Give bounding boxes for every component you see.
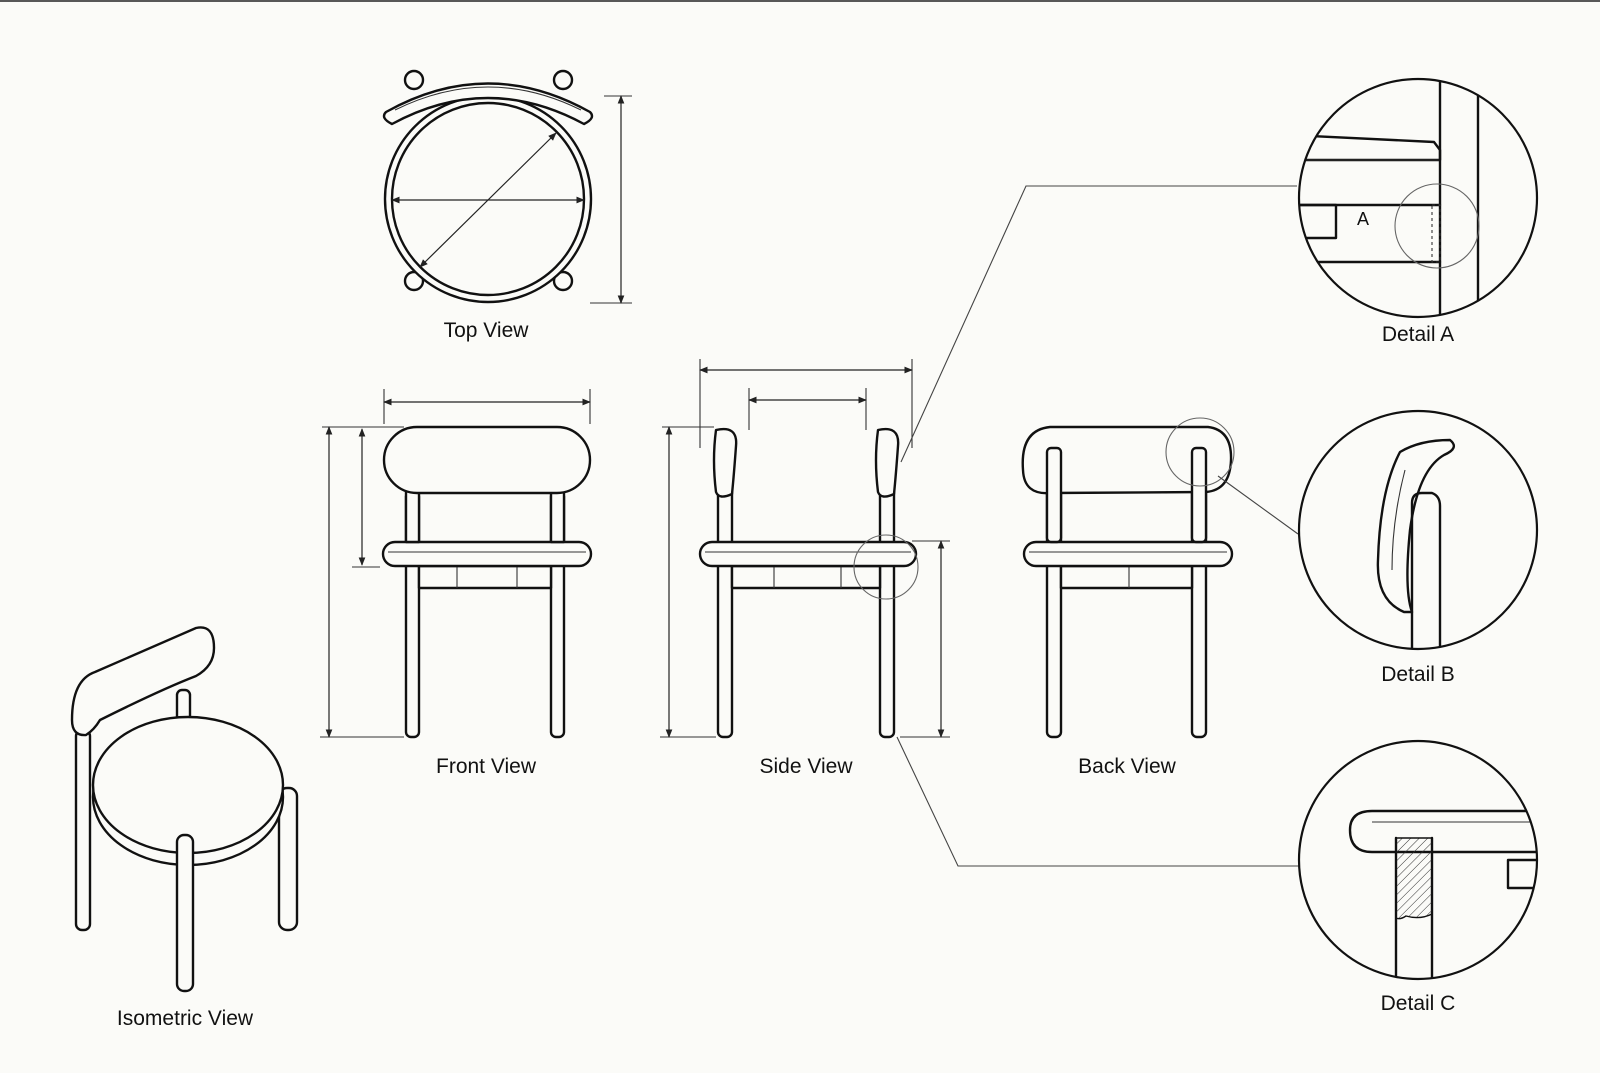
top-view-backrest-edge (394, 86, 582, 111)
isometric-seat (91, 715, 285, 855)
front-view-back-post (549, 488, 566, 544)
detail-a-leader (900, 185, 1297, 463)
detail-c-seat-edge (1348, 809, 1537, 854)
isometric-view: Isometric View (70, 626, 299, 1030)
isometric-backrest (70, 626, 216, 737)
front-view-seat (381, 540, 593, 568)
back-view-label: Back View (1078, 755, 1176, 778)
isometric-leg (277, 786, 299, 932)
front-view-label: Front View (436, 755, 537, 778)
isometric-view-label: Isometric View (117, 1007, 254, 1030)
side-view-label: Side View (759, 755, 853, 778)
detail-a-marker: A (1357, 209, 1369, 229)
detail-b-backrest (1376, 438, 1456, 614)
side-view-seat (698, 540, 918, 568)
detail-c-leader (896, 736, 1299, 867)
detail-b-post (1410, 491, 1442, 649)
detail-c: Detail C (1297, 739, 1539, 1015)
detail-b: Detail B (1297, 409, 1539, 686)
back-view-back-post (1045, 446, 1063, 544)
back-view-seat (1022, 540, 1234, 568)
detail-b-frame (1297, 409, 1539, 651)
detail-c-frame (1297, 739, 1539, 981)
back-view-apron (1059, 564, 1194, 590)
top-view: Top View (382, 69, 632, 342)
isometric-leg (74, 728, 92, 932)
detail-b-backrest-curve (1391, 469, 1406, 571)
detail-c-apron (1506, 858, 1537, 890)
top-view-leg-nub (403, 69, 425, 91)
isometric-leg (175, 833, 195, 993)
top-view-seat-outer (383, 94, 593, 304)
front-view-backrest (382, 425, 592, 495)
top-view-leg-nub (552, 69, 574, 91)
back-view-back-post (1190, 446, 1208, 544)
side-view: Side View (660, 359, 950, 778)
detail-a-apron (1299, 203, 1338, 240)
detail-a: A Detail A (1297, 77, 1539, 346)
detail-leaders (896, 185, 1299, 867)
back-view-backrest (1021, 425, 1233, 495)
detail-c-leg-section (1395, 837, 1433, 920)
detail-b-label: Detail B (1381, 663, 1455, 686)
detail-a-seat-top (1299, 133, 1442, 162)
back-view: Back View (1021, 417, 1235, 778)
front-view-apron (417, 564, 553, 590)
detail-a-hidden-joint (1431, 204, 1441, 263)
side-view-backrest (874, 427, 900, 498)
detail-a-joint-highlight (1394, 183, 1480, 269)
detail-a-callout-circle (853, 534, 919, 600)
top-view-diagonal-dimension (419, 132, 557, 268)
top-view-leg-nub (552, 270, 574, 292)
side-view-apron (730, 564, 882, 590)
top-view-label: Top View (444, 319, 530, 342)
detail-b-leader (1217, 475, 1299, 535)
front-view: Front View (320, 389, 593, 778)
detail-a-frame (1297, 77, 1539, 319)
detail-c-label: Detail C (1381, 992, 1456, 1015)
side-view-backrest (712, 427, 738, 498)
front-view-back-post (404, 488, 421, 544)
detail-a-label: Detail A (1382, 323, 1454, 346)
detail-b-callout-circle (1165, 417, 1235, 487)
